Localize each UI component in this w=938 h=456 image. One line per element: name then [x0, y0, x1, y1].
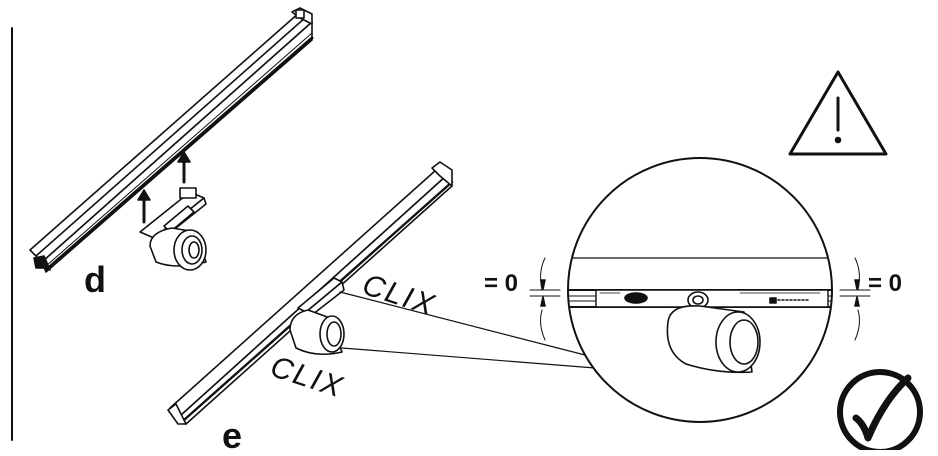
mount-arrow-right: [177, 151, 191, 184]
mount-arrow-left: [137, 189, 151, 224]
zoom-leader-bottom: [341, 347, 596, 369]
step-label-d: d: [84, 259, 106, 300]
gap-marker-left: [529, 257, 561, 341]
spotlight-d: [149, 227, 207, 271]
checkmark-circle-icon: [837, 369, 923, 450]
zoom-leader-top: [339, 291, 586, 356]
gap-value-left: = 0: [484, 270, 519, 297]
warning-triangle-icon: [788, 70, 888, 156]
gap-value-right: = 0: [868, 270, 903, 297]
spotlight-e: [289, 309, 345, 356]
step-label-e: e: [222, 415, 243, 456]
gap-marker-right: [839, 257, 871, 341]
track-rail-top: [29, 7, 314, 273]
magnifier-detail: [567, 157, 833, 423]
